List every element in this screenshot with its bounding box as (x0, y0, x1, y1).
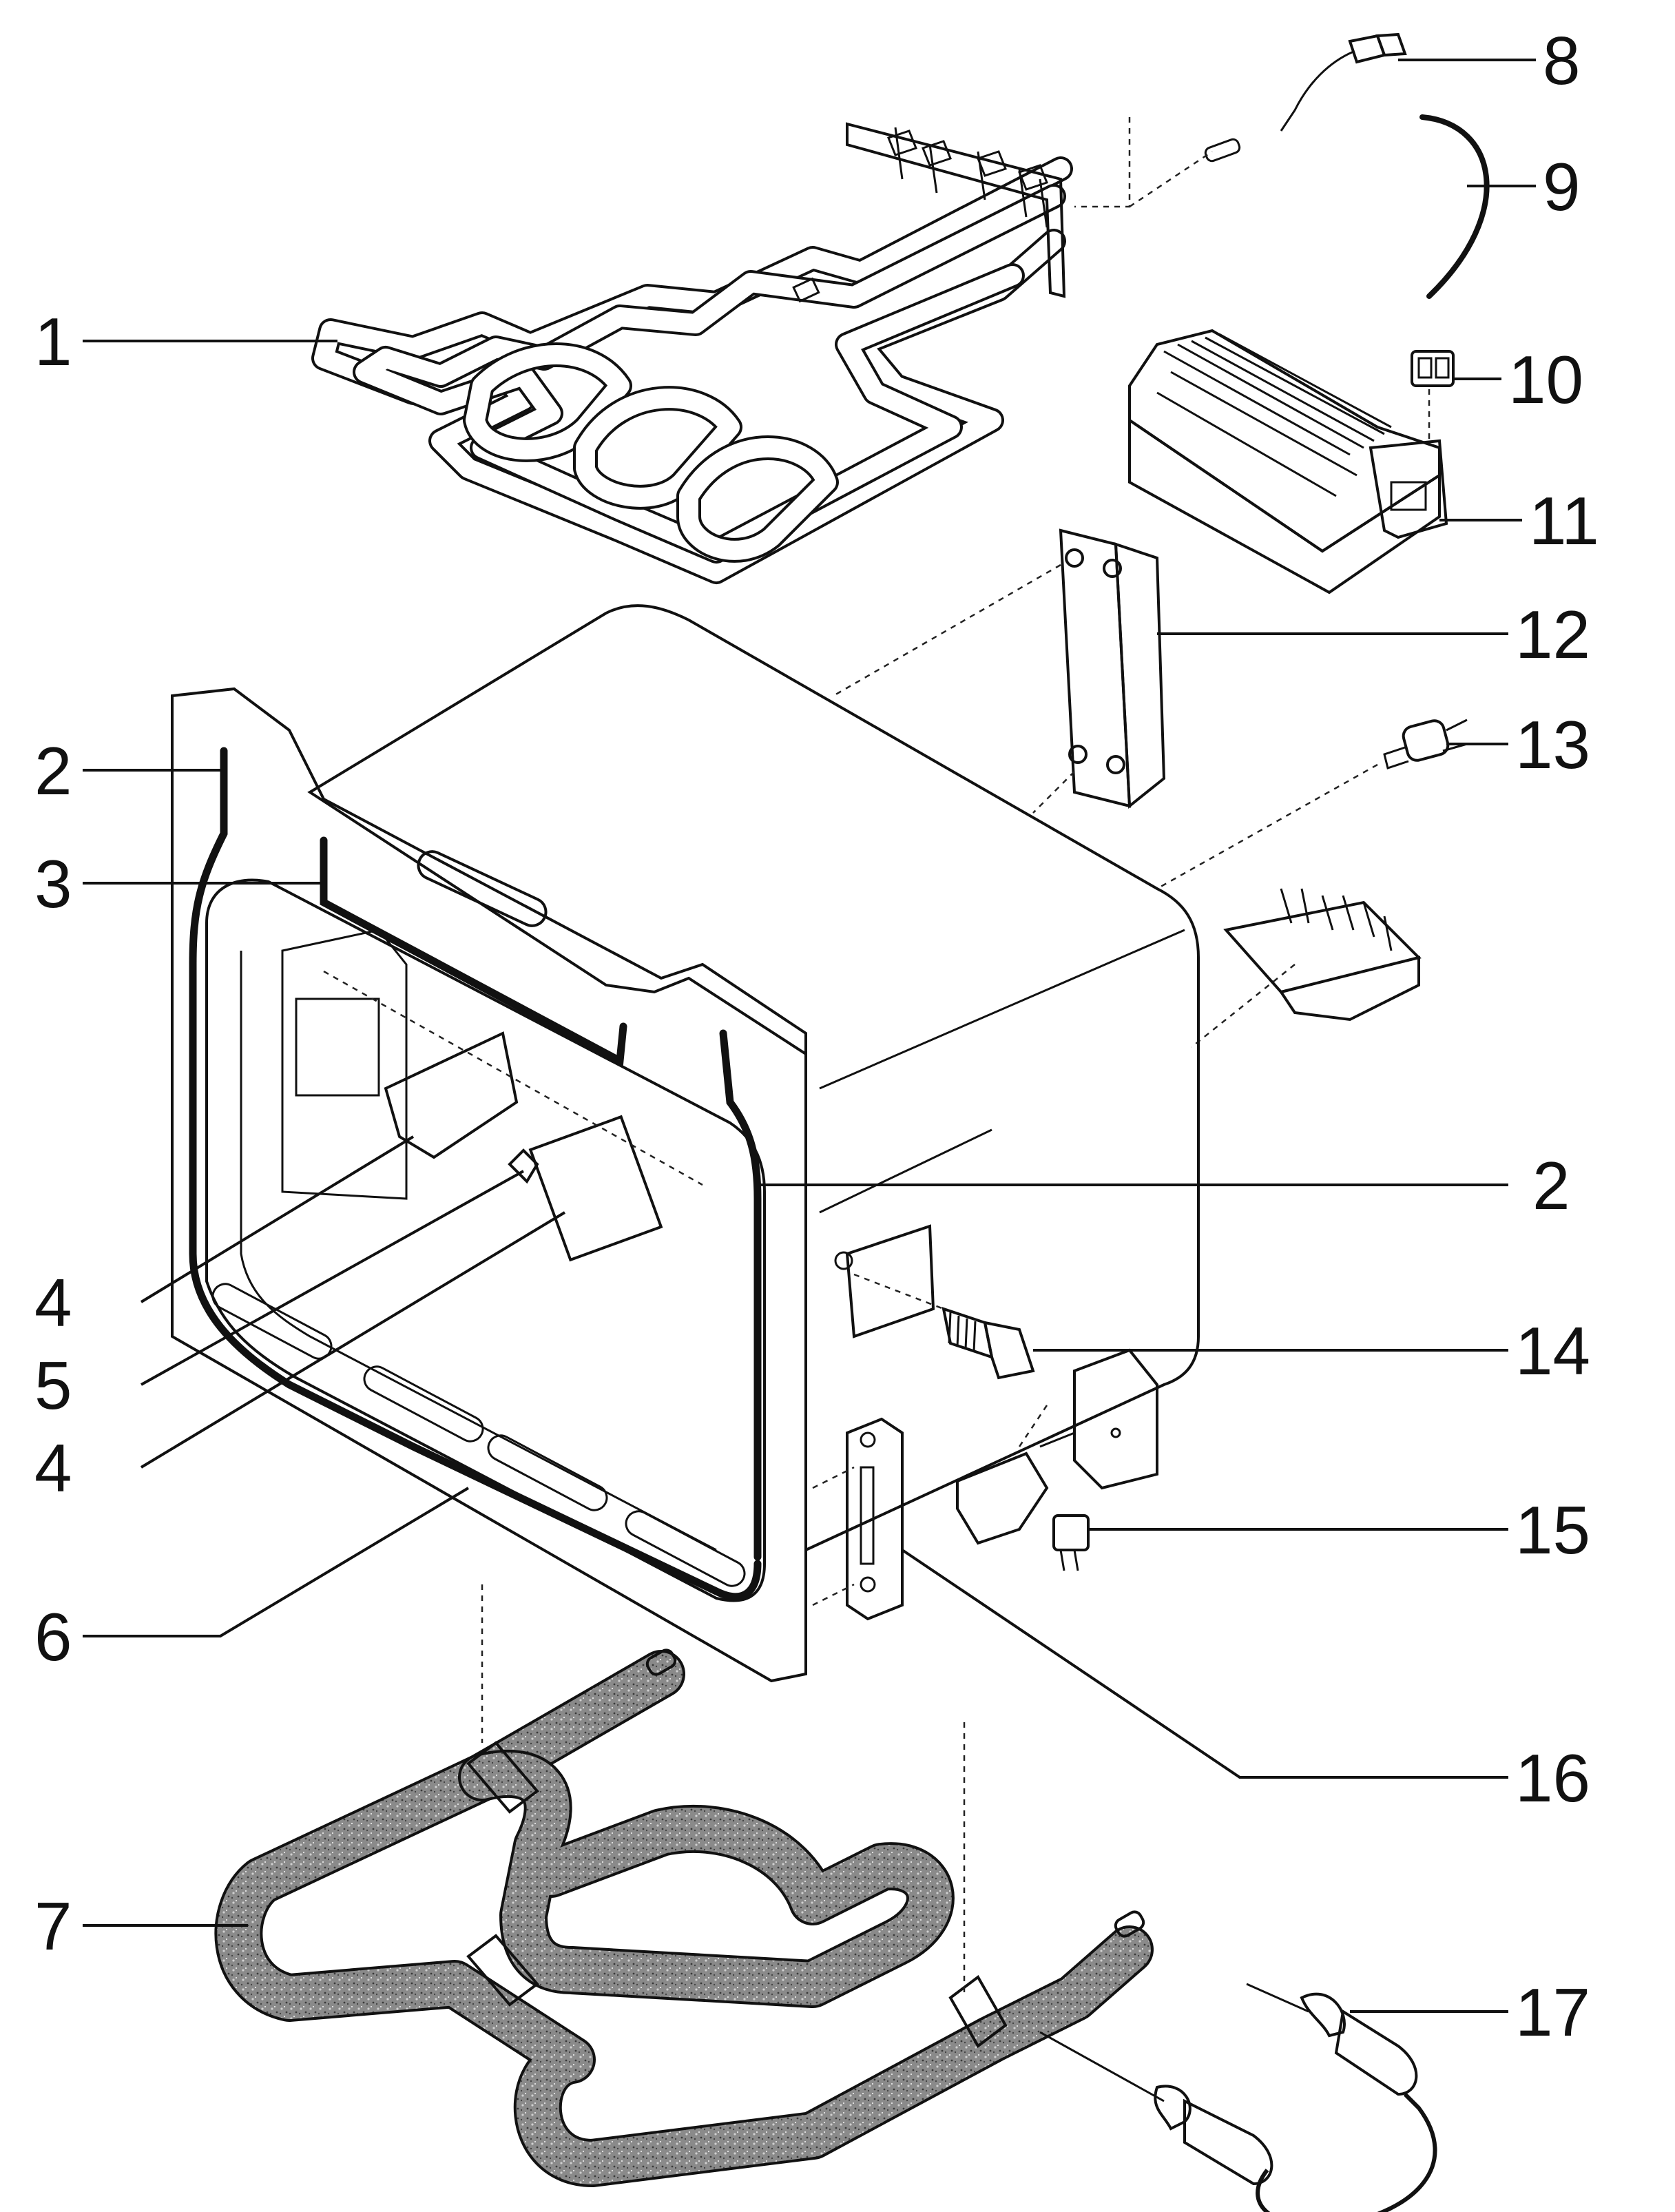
grill-element-part-1 (311, 122, 1073, 584)
callout-1: 1 (34, 304, 72, 380)
callout-17: 17 (1515, 1974, 1590, 2050)
callout-9: 9 (1543, 149, 1581, 225)
callout-14: 14 (1515, 1313, 1590, 1389)
callout-11: 11 (1529, 483, 1599, 559)
callout-3: 3 (34, 846, 72, 922)
callout-2-right: 2 (1532, 1148, 1570, 1223)
bottom-element-part-7 (214, 1584, 1154, 2187)
callout-7: 7 (34, 1888, 72, 1964)
callout-4-upper: 4 (34, 1265, 72, 1341)
connector-part-8 (1074, 32, 1407, 208)
callout-5: 5 (34, 1347, 72, 1423)
clip-part-10 (1411, 350, 1455, 441)
callout-13: 13 (1515, 707, 1590, 783)
callout-labels: 1 2 2 3 4 4 5 6 7 8 9 10 11 12 13 14 15 … (34, 23, 1599, 2050)
thermostat-part-13 (1156, 719, 1468, 890)
callout-10: 10 (1508, 342, 1583, 417)
callout-6: 6 (34, 1599, 72, 1675)
fan-housing-part-11 (1128, 329, 1448, 595)
wire-part-9 (1419, 114, 1490, 299)
callout-16: 16 (1515, 1740, 1590, 1816)
comb-bracket (1191, 888, 1422, 1048)
callout-8: 8 (1543, 23, 1581, 99)
leader-lines (83, 59, 1536, 2013)
oven-cavity (171, 604, 1200, 1683)
meat-probe-part-17 (1039, 1983, 1437, 2212)
probe-part-14 (834, 1224, 1035, 1380)
switch-part-15 (956, 1348, 1158, 1571)
hinge-part-16 (812, 1417, 904, 1621)
callout-15: 15 (1515, 1492, 1590, 1568)
callout-2-left: 2 (34, 733, 72, 809)
bracket-part-12 (833, 528, 1166, 814)
callout-4-lower: 4 (34, 1430, 72, 1506)
callout-12: 12 (1515, 597, 1590, 672)
